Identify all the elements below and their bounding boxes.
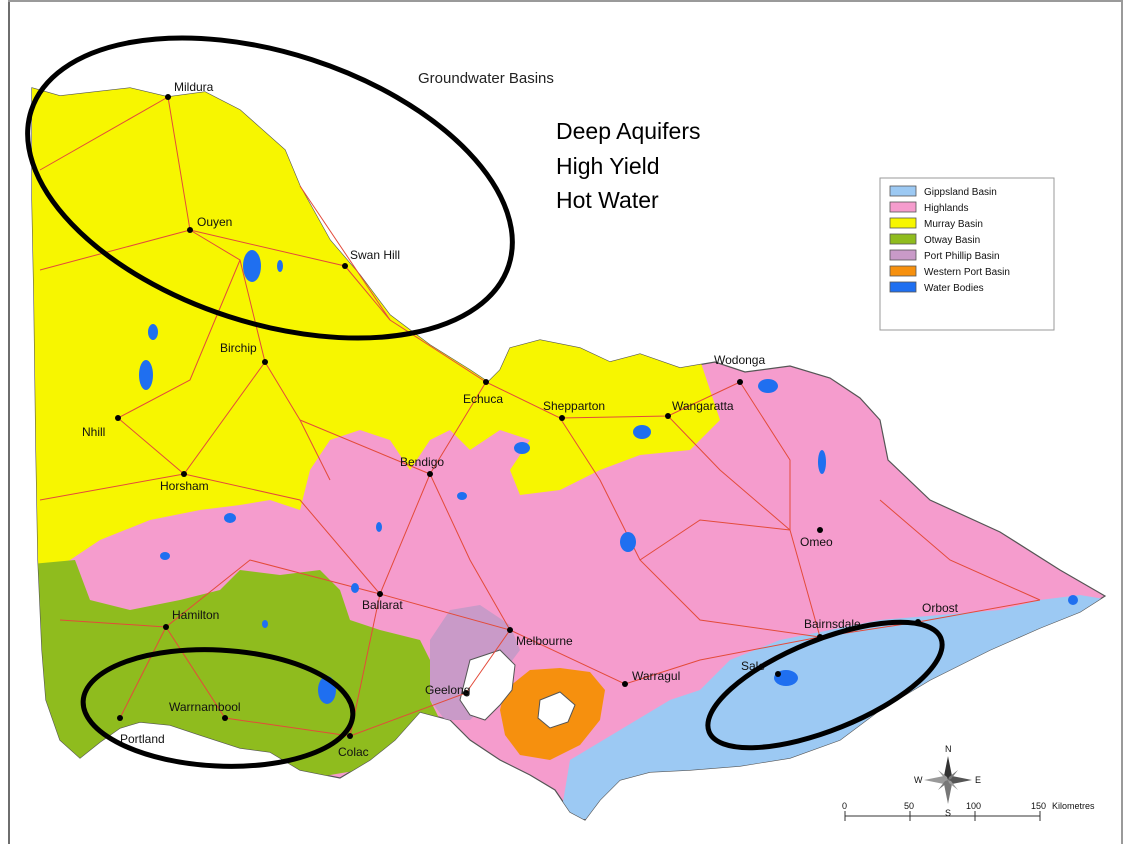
scale-bar: 0 50 100 150 Kilometres: [842, 801, 1095, 821]
city-label-colac: Colac: [338, 745, 369, 759]
annotation-line-3: Hot Water: [556, 187, 659, 213]
city-label-echuca: Echuca: [463, 392, 503, 406]
annotation-ellipse-southwest: [80, 647, 356, 769]
annotation-ellipse-southeast: [705, 619, 945, 751]
frame-border-left: [8, 0, 10, 844]
legend-label-3: Otway Basin: [924, 235, 980, 246]
annotation-line-1: Deep Aquifers: [556, 118, 700, 144]
compass-letter-s: S: [945, 808, 951, 818]
city-dot-ouyen: [187, 227, 193, 233]
city-dot-hamilton: [163, 624, 169, 630]
port-phillip-bay: [459, 649, 516, 721]
city-label-bendigo: Bendigo: [400, 455, 444, 469]
city-label-birchip: Birchip: [220, 341, 257, 355]
legend-label-5: Western Port Basin: [924, 267, 1010, 278]
region-otway-basin: [32, 560, 440, 780]
scale-unit: Kilometres: [1052, 801, 1095, 811]
legend-swatch-2: [889, 217, 917, 229]
city-dot-warragul: [622, 681, 628, 687]
city-label-ouyen: Ouyen: [197, 215, 232, 229]
city-label-warrnambool: Warrnambool: [169, 700, 241, 714]
annotation-ellipse-north: [25, 35, 515, 341]
city-dot-portland: [117, 715, 123, 721]
city-dot-shepparton: [559, 415, 565, 421]
legend-label-6: Water Bodies: [924, 283, 984, 294]
legend-label-4: Port Phillip Basin: [924, 251, 1000, 262]
legend-swatch-3: [889, 233, 917, 245]
map-title: Groundwater Basins: [418, 70, 554, 87]
city-dot-swan-hill: [342, 263, 348, 269]
city-dot-mildura: [165, 94, 171, 100]
city-dot-omeo: [817, 527, 823, 533]
compass-letter-n: N: [945, 744, 952, 754]
compass-letter-e: E: [975, 775, 981, 785]
city-label-geelong: Geelong: [425, 683, 470, 697]
city-label-horsham: Horsham: [160, 479, 209, 493]
legend-swatch-1: [889, 201, 917, 213]
city-label-hamilton: Hamilton: [172, 608, 219, 622]
legend-swatch-4: [889, 249, 917, 261]
legend-swatch-0: [889, 185, 917, 197]
scale-tick-150: 150: [1031, 801, 1046, 811]
city-label-portland: Portland: [120, 732, 165, 746]
scale-tick-100: 100: [966, 801, 981, 811]
legend-label-1: Highlands: [924, 203, 968, 214]
city-dot-colac: [347, 733, 353, 739]
legend-swatch-5: [889, 265, 917, 277]
city-label-melbourne: Melbourne: [516, 634, 573, 648]
annotation-line-2: High Yield: [556, 153, 660, 179]
city-label-orbost: Orbost: [922, 601, 959, 615]
city-dot-horsham: [181, 471, 187, 477]
city-dot-wangaratta: [665, 413, 671, 419]
compass-rose-icon: N E S W: [914, 744, 981, 818]
western-port-bay: [537, 691, 576, 729]
city-label-bairnsdale: Bairnsdale: [804, 617, 861, 631]
city-dot-ballarat: [377, 591, 383, 597]
city-dot-nhill: [115, 415, 121, 421]
legend-label-0: Gippsland Basin: [924, 187, 997, 198]
city-label-wodonga: Wodonga: [714, 353, 765, 367]
city-dot-warrnambool: [222, 715, 228, 721]
frame-border-top: [8, 0, 1123, 2]
city-dot-bendigo: [427, 471, 433, 477]
legend-label-2: Murray Basin: [924, 219, 983, 230]
city-dot-birchip: [262, 359, 268, 365]
city-dot-melbourne: [507, 627, 513, 633]
city-label-nhill: Nhill: [82, 425, 105, 439]
scale-tick-50: 50: [904, 801, 914, 811]
city-label-warragul: Warragul: [632, 669, 680, 683]
city-label-swan-hill: Swan Hill: [350, 248, 400, 262]
scale-tick-0: 0: [842, 801, 847, 811]
city-dot-wodonga: [737, 379, 743, 385]
city-dot-sale: [775, 671, 781, 677]
city-label-mildura: Mildura: [174, 80, 214, 94]
frame-border-right: [1121, 0, 1123, 844]
city-label-ballarat: Ballarat: [362, 598, 403, 612]
compass-letter-w: W: [914, 775, 923, 785]
city-dot-geelong: [463, 690, 469, 696]
city-label-omeo: Omeo: [800, 535, 833, 549]
city-label-shepparton: Shepparton: [543, 399, 605, 413]
legend-swatch-6: [889, 281, 917, 293]
city-dot-echuca: [483, 379, 489, 385]
city-label-wangaratta: Wangaratta: [672, 399, 734, 413]
